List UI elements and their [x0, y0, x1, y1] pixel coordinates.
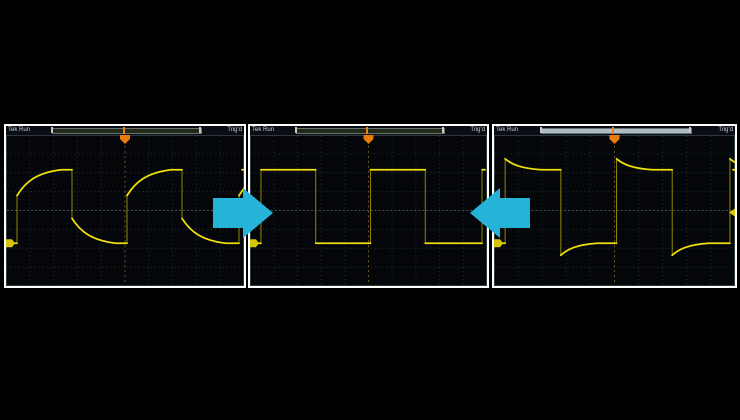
- scope-screenshot-overcompensated: Tek Run Trig'd: [492, 124, 737, 288]
- acquisition-preview-bar: [540, 128, 693, 134]
- acquisition-bar-bracket: [442, 127, 445, 133]
- waveform-trace-edges: [8, 169, 244, 244]
- acquisition-bar-bracket: [689, 127, 692, 133]
- acquisition-status-label: Tek Run: [252, 127, 275, 133]
- scope-display: Tek Run Trig'd: [250, 126, 487, 286]
- trigger-position-tick: [122, 127, 125, 134]
- waveform-trace-edges: [496, 157, 735, 257]
- graticule-screen: [494, 135, 735, 286]
- channel-ground-marker-icon: [250, 239, 259, 248]
- acquisition-status-label: Tek Run: [8, 127, 31, 133]
- trigger-position-marker-icon: [609, 135, 620, 144]
- trigger-status-label: Trig'd: [470, 127, 485, 133]
- graticule-screen: [250, 135, 487, 286]
- graticule-screen: [6, 135, 244, 286]
- scope-status-bar: Tek Run Trig'd: [6, 126, 244, 135]
- arrow-left-icon: [470, 188, 530, 238]
- acquisition-bar-bracket: [198, 127, 201, 133]
- waveform-graticule-svg: [6, 135, 244, 286]
- waveform-graticule-svg: [494, 135, 735, 286]
- channel-ground-marker-icon: [6, 239, 15, 248]
- scope-display: Tek Run Trig'd: [494, 126, 735, 286]
- waveform-trace: [495, 157, 735, 257]
- trigger-status-label: Trig'd: [227, 127, 242, 133]
- scope-screenshot-compensated: Tek Run Trig'd: [248, 124, 489, 288]
- scope-display: Tek Run Trig'd: [6, 126, 244, 286]
- scope-status-bar: Tek Run Trig'd: [494, 126, 735, 135]
- trigger-position-marker-icon: [120, 135, 130, 144]
- waveform-trace: [7, 168, 244, 245]
- trigger-position-tick: [612, 127, 615, 134]
- waveform-graticule-svg: [250, 135, 487, 286]
- acquisition-status-label: Tek Run: [496, 127, 519, 133]
- trigger-status-label: Trig'd: [718, 127, 733, 133]
- arrow-right-icon: [213, 188, 273, 238]
- trigger-position-marker-icon: [363, 135, 374, 144]
- waveform-trace-edges: [251, 169, 486, 244]
- acquisition-bar-bracket: [294, 127, 297, 133]
- acquisition-preview-bar: [51, 128, 202, 134]
- acquisition-preview-bar: [295, 128, 446, 134]
- acquisition-bar-bracket: [539, 127, 542, 133]
- scope-screenshot-undercompensated: Tek Run Trig'd: [4, 124, 246, 288]
- trigger-position-tick: [366, 127, 369, 134]
- channel-ground-marker-icon: [494, 239, 504, 248]
- trigger-level-marker-icon: [728, 208, 735, 217]
- scope-status-bar: Tek Run Trig'd: [250, 126, 487, 135]
- acquisition-bar-bracket: [50, 127, 53, 133]
